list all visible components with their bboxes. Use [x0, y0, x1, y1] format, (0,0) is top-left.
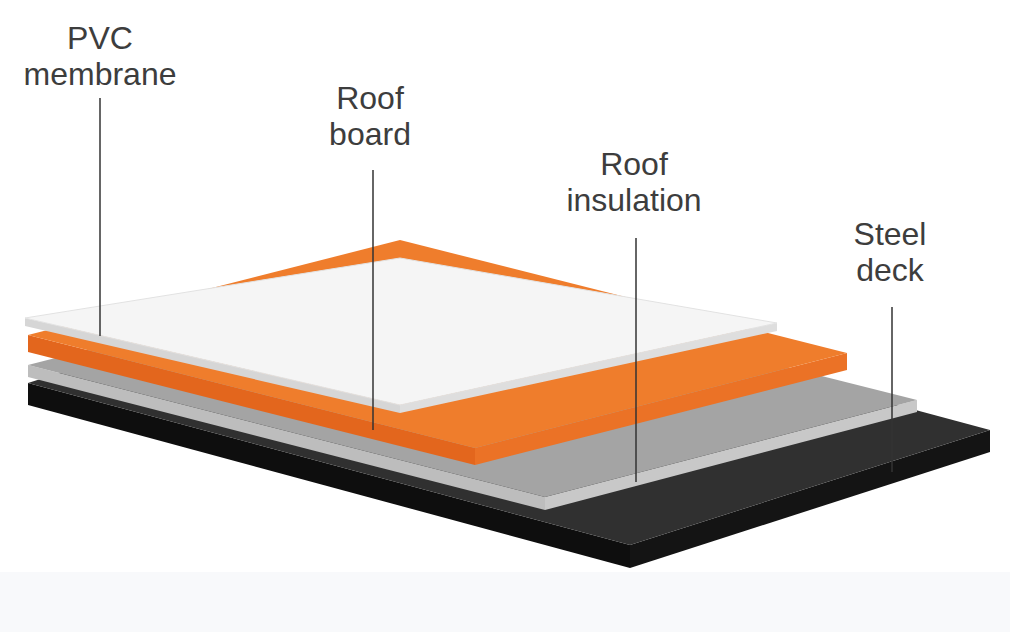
layer-label: Roof insulation: [566, 146, 701, 218]
leader-line: [891, 307, 893, 472]
ground-strip: [0, 572, 1010, 632]
layer-label: Steel deck: [854, 216, 927, 288]
pvc-membrane-layer: [25, 258, 777, 413]
leader-line: [635, 238, 637, 482]
layer-label: Roof board: [329, 80, 411, 152]
layer-label: PVC membrane: [24, 20, 177, 92]
leader-line: [372, 170, 374, 430]
leader-line: [99, 98, 101, 336]
